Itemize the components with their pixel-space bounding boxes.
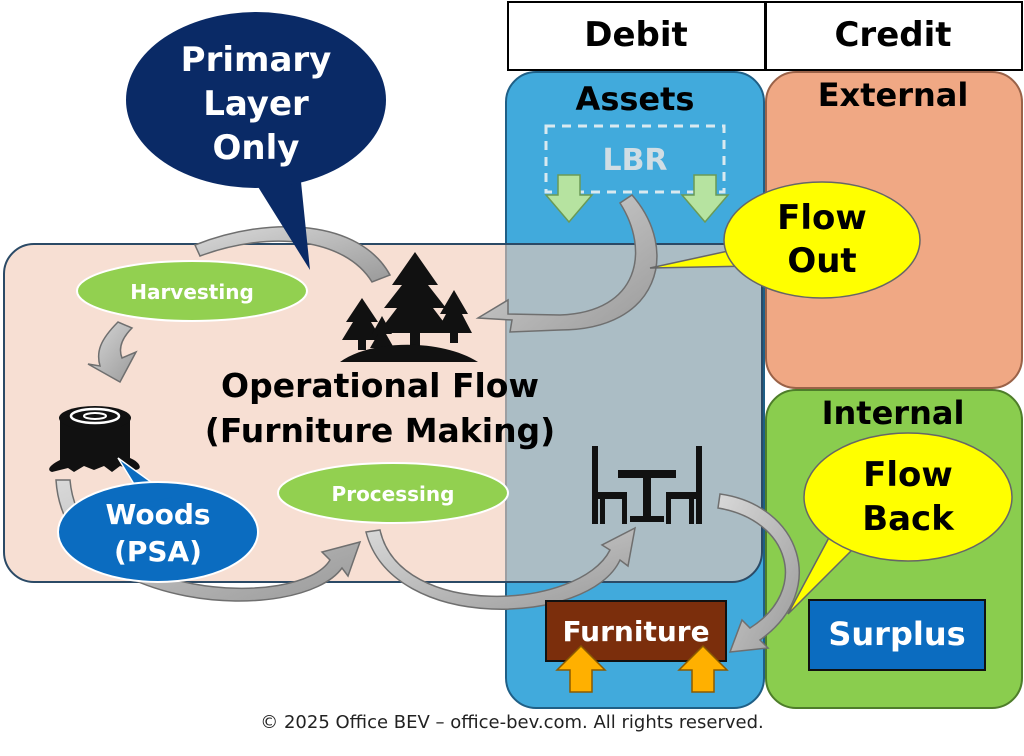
svg-text:Only: Only <box>213 128 300 168</box>
lbr-down-arrow-left <box>544 174 594 224</box>
flow-out-bubble: Flow Out <box>649 181 921 299</box>
furniture-up-arrow-left <box>555 644 607 693</box>
svg-text:Surplus: Surplus <box>828 615 965 653</box>
svg-text:Primary: Primary <box>181 40 332 80</box>
svg-text:(PSA): (PSA) <box>114 535 202 568</box>
svg-text:Back: Back <box>862 499 955 539</box>
primary-layer-bubble: Primary Layer Only <box>126 12 386 270</box>
svg-text:Layer: Layer <box>203 84 309 124</box>
copyright-footer: © 2025 Office BEV – office-bev.com. All … <box>260 712 764 733</box>
furniture-up-arrow-right <box>677 644 729 693</box>
table-chairs-icon <box>592 446 702 524</box>
woods-psa-bubble: Woods (PSA) <box>57 457 259 583</box>
arrow-trees-to-harvesting <box>193 226 392 283</box>
svg-text:Flow: Flow <box>863 455 953 495</box>
arrow-lbr-to-trees <box>475 194 658 333</box>
svg-text:Operational Flow: Operational Flow <box>221 366 539 405</box>
surplus-box: Surplus <box>808 599 986 671</box>
stump-icon <box>49 406 140 472</box>
lbr-box: LBR <box>544 124 726 194</box>
arrow-table-to-furniture <box>717 493 800 653</box>
svg-text:LBR: LBR <box>602 143 667 178</box>
svg-text:Woods: Woods <box>105 498 210 531</box>
internal-label: Internal <box>822 394 965 432</box>
arrow-harvesting-to-stump <box>87 321 138 384</box>
svg-text:Processing: Processing <box>332 482 455 506</box>
arrow-processing-to-table <box>365 526 637 610</box>
operational-flow-title: Operational Flow (Furniture Making) <box>205 366 556 450</box>
external-label: External <box>818 76 969 114</box>
lbr-down-arrow-right <box>680 174 730 224</box>
header-debit: Debit <box>507 1 766 71</box>
assets-label: Assets <box>576 80 695 118</box>
svg-text:Out: Out <box>787 241 856 281</box>
svg-text:Credit: Credit <box>834 15 951 55</box>
trees-icon <box>340 252 478 362</box>
header-credit: Credit <box>765 1 1023 71</box>
svg-text:Furniture: Furniture <box>562 615 709 648</box>
svg-text:Flow: Flow <box>777 198 867 238</box>
svg-text:(Furniture Making): (Furniture Making) <box>205 411 556 450</box>
harvesting-node: Harvesting <box>76 260 308 322</box>
flow-back-bubble: Flow Back <box>787 432 1013 615</box>
svg-text:Debit: Debit <box>584 15 688 55</box>
svg-text:Harvesting: Harvesting <box>130 280 254 304</box>
processing-node: Processing <box>277 462 509 524</box>
